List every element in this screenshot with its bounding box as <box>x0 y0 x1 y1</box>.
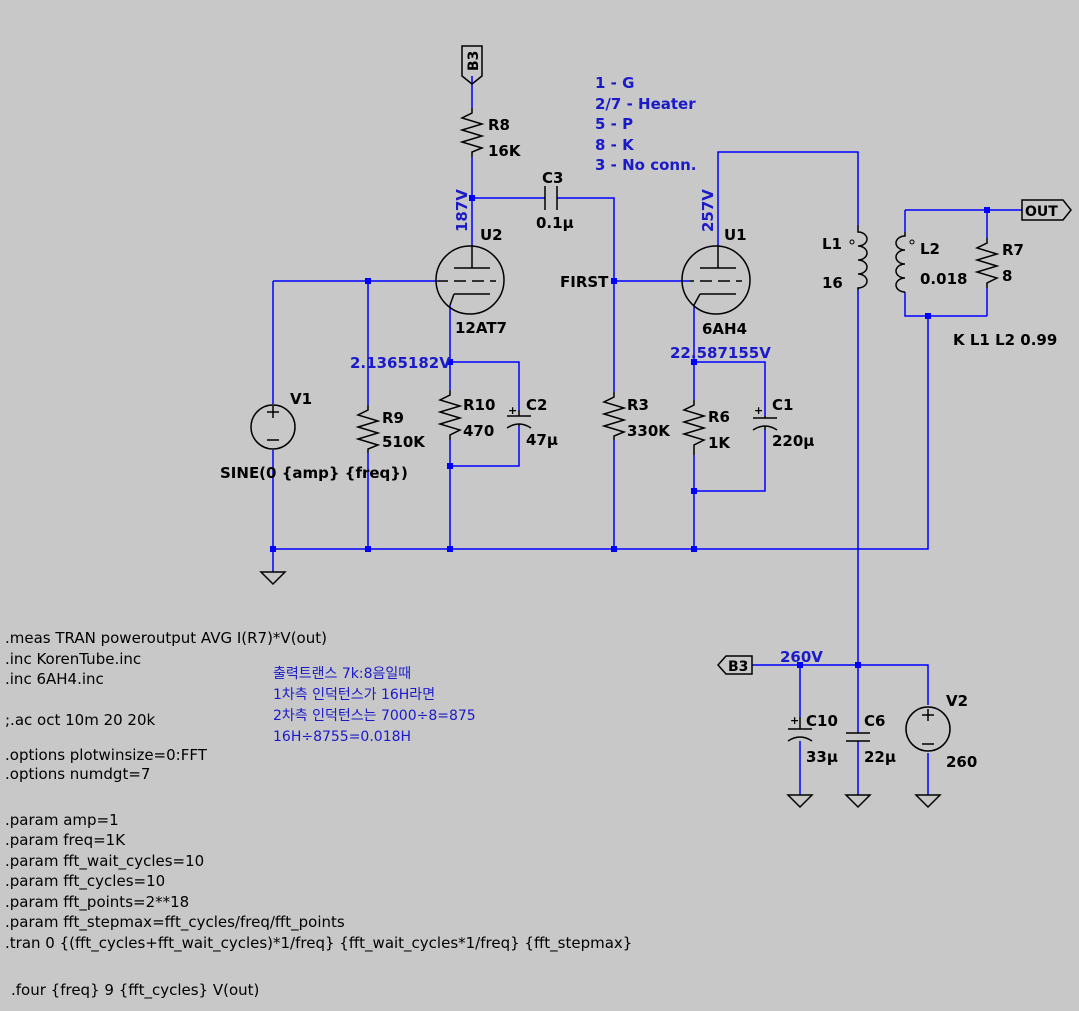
resistor-r3: R3 330K <box>601 392 671 440</box>
resistor-r8: R8 16K <box>459 108 522 160</box>
r7-value: 8 <box>1002 267 1012 285</box>
directive-line: .param fft_stepmax=fft_cycles/freq/fft_p… <box>5 913 345 932</box>
r7-name: R7 <box>1002 241 1024 259</box>
note-line: 16H÷8755=0.018H <box>273 729 411 745</box>
out-label: OUT <box>1025 204 1058 220</box>
b3-label-bottom: B3 <box>728 659 748 675</box>
capacitor-c3: C3 0.1µ <box>536 169 574 232</box>
ground-symbols <box>259 571 942 809</box>
capacitor-c6: C6 22µ <box>846 712 896 766</box>
directive-line: .options plotwinsize=0:FFT <box>5 746 208 764</box>
svg-text:+: + <box>508 404 517 417</box>
c10-value: 33µ <box>806 748 838 766</box>
l2-value: 0.018 <box>920 270 967 288</box>
u1-model: 6AH4 <box>702 320 747 338</box>
note-line: 1차측 인덕턴스가 16H라면 <box>273 687 435 703</box>
c2-name: C2 <box>526 396 547 414</box>
r10-name: R10 <box>463 396 495 414</box>
pinout-line: 1 - G <box>595 74 634 92</box>
c10-name: C10 <box>806 712 838 730</box>
directive-line: .meas TRAN poweroutput AVG I(R7)*V(out) <box>5 629 327 647</box>
pinout-line: 2/7 - Heater <box>595 95 696 113</box>
b3-net-flag-bottom: B3 <box>716 655 753 675</box>
tube-u1: U1 6AH4 257V <box>681 189 751 338</box>
inductor-l1: L1 16 <box>822 225 868 292</box>
r8-value: 16K <box>488 142 522 160</box>
directive-line: .param amp=1 <box>5 811 119 829</box>
directive-line: .four {freq} 9 {fft_cycles} V(out) <box>11 981 259 1000</box>
wires <box>272 76 1022 795</box>
directive-line: .tran 0 {(fft_cycles+fft_wait_cycles)*1/… <box>5 934 632 953</box>
capacitor-c2: + C2 47µ <box>506 396 558 449</box>
l1-name: L1 <box>822 235 842 253</box>
supply-voltage: 260V <box>780 648 823 666</box>
c1-name: C1 <box>772 396 793 414</box>
svg-text:+: + <box>790 714 799 727</box>
coupling-directive: K L1 L2 0.99 <box>953 331 1057 349</box>
pinout-line: 8 - K <box>595 136 635 154</box>
v2-value: 260 <box>946 753 977 771</box>
pinout-line: 3 - No conn. <box>595 156 696 174</box>
r10-value: 470 <box>463 422 494 440</box>
u2-plate-voltage: 187V <box>453 189 471 232</box>
c3-value: 0.1µ <box>536 214 574 232</box>
b3-label-top: B3 <box>466 51 482 71</box>
l1-value: 16 <box>822 274 843 292</box>
directive-line: .param freq=1K <box>5 831 126 849</box>
directive-line: .param fft_wait_cycles=10 <box>5 852 204 871</box>
r3-name: R3 <box>627 396 649 414</box>
capacitor-c10: + C10 33µ <box>787 712 838 766</box>
resistor-r10: R10 470 <box>437 390 495 440</box>
directive-line: .options numdgt=7 <box>5 765 150 783</box>
source-v2: V2 260 <box>905 692 977 771</box>
r9-value: 510K <box>382 433 426 451</box>
u1-name: U1 <box>724 226 747 244</box>
first-net-label: FIRST <box>560 273 609 291</box>
u1-cathode-voltage: 22.587155V <box>670 344 771 362</box>
svg-text:+: + <box>754 404 763 417</box>
b3-net-flag-top: B3 <box>461 45 483 85</box>
junctions <box>270 195 990 668</box>
c6-name: C6 <box>864 712 885 730</box>
l2-name: L2 <box>920 240 940 258</box>
v1-name: V1 <box>290 390 312 408</box>
r9-name: R9 <box>382 409 404 427</box>
u2-name: U2 <box>480 226 503 244</box>
pinout-notes: 1 - G 2/7 - Heater 5 - P 8 - K 3 - No co… <box>595 74 696 174</box>
directive-line: .inc 6AH4.inc <box>5 670 104 688</box>
pinout-line: 5 - P <box>595 115 633 133</box>
c6-value: 22µ <box>864 748 896 766</box>
resistor-r6: R6 1K <box>681 400 731 455</box>
source-v1: V1 SINE(0 {amp} {freq}) <box>220 390 408 482</box>
resistor-r9: R9 510K <box>355 405 426 453</box>
v1-value: SINE(0 {amp} {freq}) <box>220 464 408 482</box>
u2-cathode-voltage: 2.1365182V <box>350 354 451 372</box>
r6-value: 1K <box>708 434 731 452</box>
directive-line: .inc KorenTube.inc <box>5 650 141 668</box>
inductor-l2: L2 0.018 <box>895 232 967 293</box>
r3-value: 330K <box>627 422 671 440</box>
note-line: 출력트랜스 7k:8음일때 <box>273 666 411 682</box>
spice-directives: .meas TRAN poweroutput AVG I(R7)*V(out) … <box>5 629 632 1000</box>
note-line: 2차측 인덕턴스는 7000÷8=875 <box>273 708 476 724</box>
out-net-flag: OUT <box>1021 199 1072 221</box>
u2-model: 12AT7 <box>455 319 507 337</box>
directive-line: .param fft_cycles=10 <box>5 872 165 891</box>
capacitor-c1: + C1 220µ <box>752 396 814 450</box>
c3-name: C3 <box>542 169 563 187</box>
r6-name: R6 <box>708 408 730 426</box>
directive-line: ;.ac oct 10m 20 20k <box>5 711 156 729</box>
tube-u2: U2 12AT7 187V <box>435 189 507 337</box>
resistor-r7: R7 8 <box>974 238 1024 288</box>
v2-name: V2 <box>946 692 968 710</box>
c1-value: 220µ <box>772 432 814 450</box>
transformer-notes: 출력트랜스 7k:8음일때 1차측 인덕턴스가 16H라면 2차측 인덕턴스는 … <box>273 666 476 745</box>
u1-plate-voltage: 257V <box>699 189 717 232</box>
r8-name: R8 <box>488 116 510 134</box>
c2-value: 47µ <box>526 431 558 449</box>
directive-line: .param fft_points=2**18 <box>5 893 189 912</box>
